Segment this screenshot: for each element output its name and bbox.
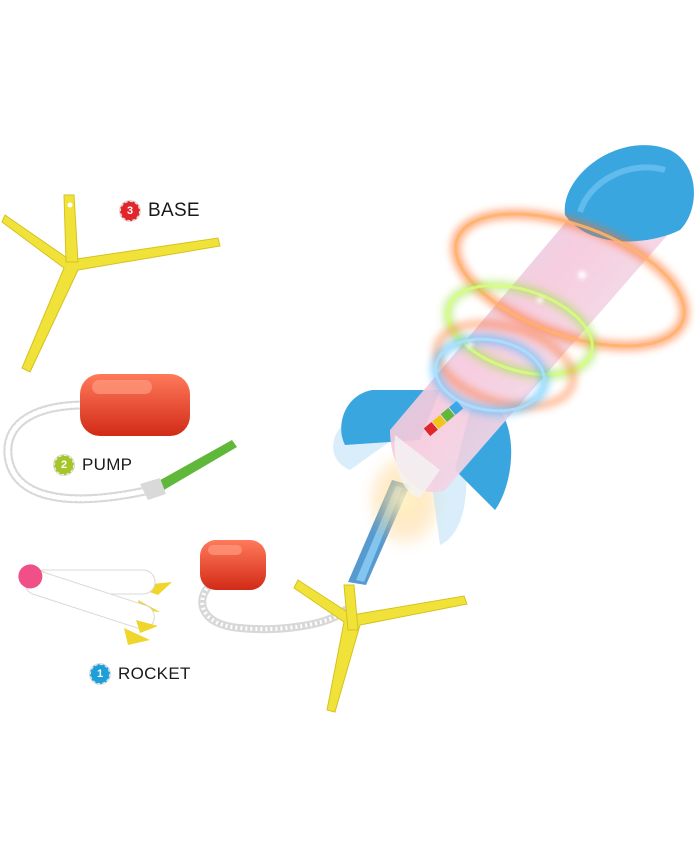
light-rings-illustration bbox=[430, 209, 690, 416]
part-label-pump: 2 PUMP bbox=[54, 455, 132, 475]
part-number-badge: 2 bbox=[54, 455, 74, 475]
part-name: PUMP bbox=[82, 455, 133, 474]
base-stand-illustration bbox=[1, 194, 221, 373]
air-pump-illustration bbox=[3, 374, 237, 504]
brand-logo bbox=[423, 400, 464, 437]
part-number-badge: 3 bbox=[120, 201, 140, 221]
part-label-rocket: 1 ROCKET bbox=[90, 664, 191, 684]
part-name: ROCKET bbox=[118, 664, 191, 683]
foam-rockets-illustration bbox=[18, 564, 172, 645]
part-label-base: 3 BASE bbox=[120, 200, 200, 222]
part-name: BASE bbox=[148, 200, 200, 221]
part-number-badge: 1 bbox=[90, 664, 110, 684]
